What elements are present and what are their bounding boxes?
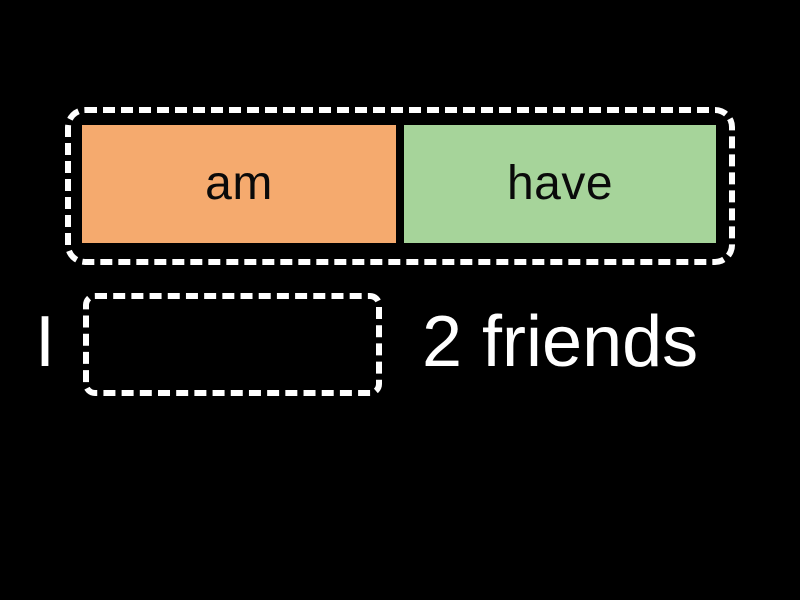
draggable-word-tile-have[interactable]: have (404, 125, 716, 243)
sentence-text-after-blank: 2 friends (422, 302, 699, 382)
word-bank-container: am have (65, 107, 735, 265)
draggable-word-tile-am[interactable]: am (82, 125, 396, 243)
drop-target-blank-value (89, 299, 376, 390)
drop-target-blank[interactable] (83, 293, 382, 396)
sentence-row: I 2 friends (0, 288, 800, 400)
word-bank-tile-list: am have (82, 125, 722, 243)
sentence-text-before-blank: I (34, 302, 55, 382)
